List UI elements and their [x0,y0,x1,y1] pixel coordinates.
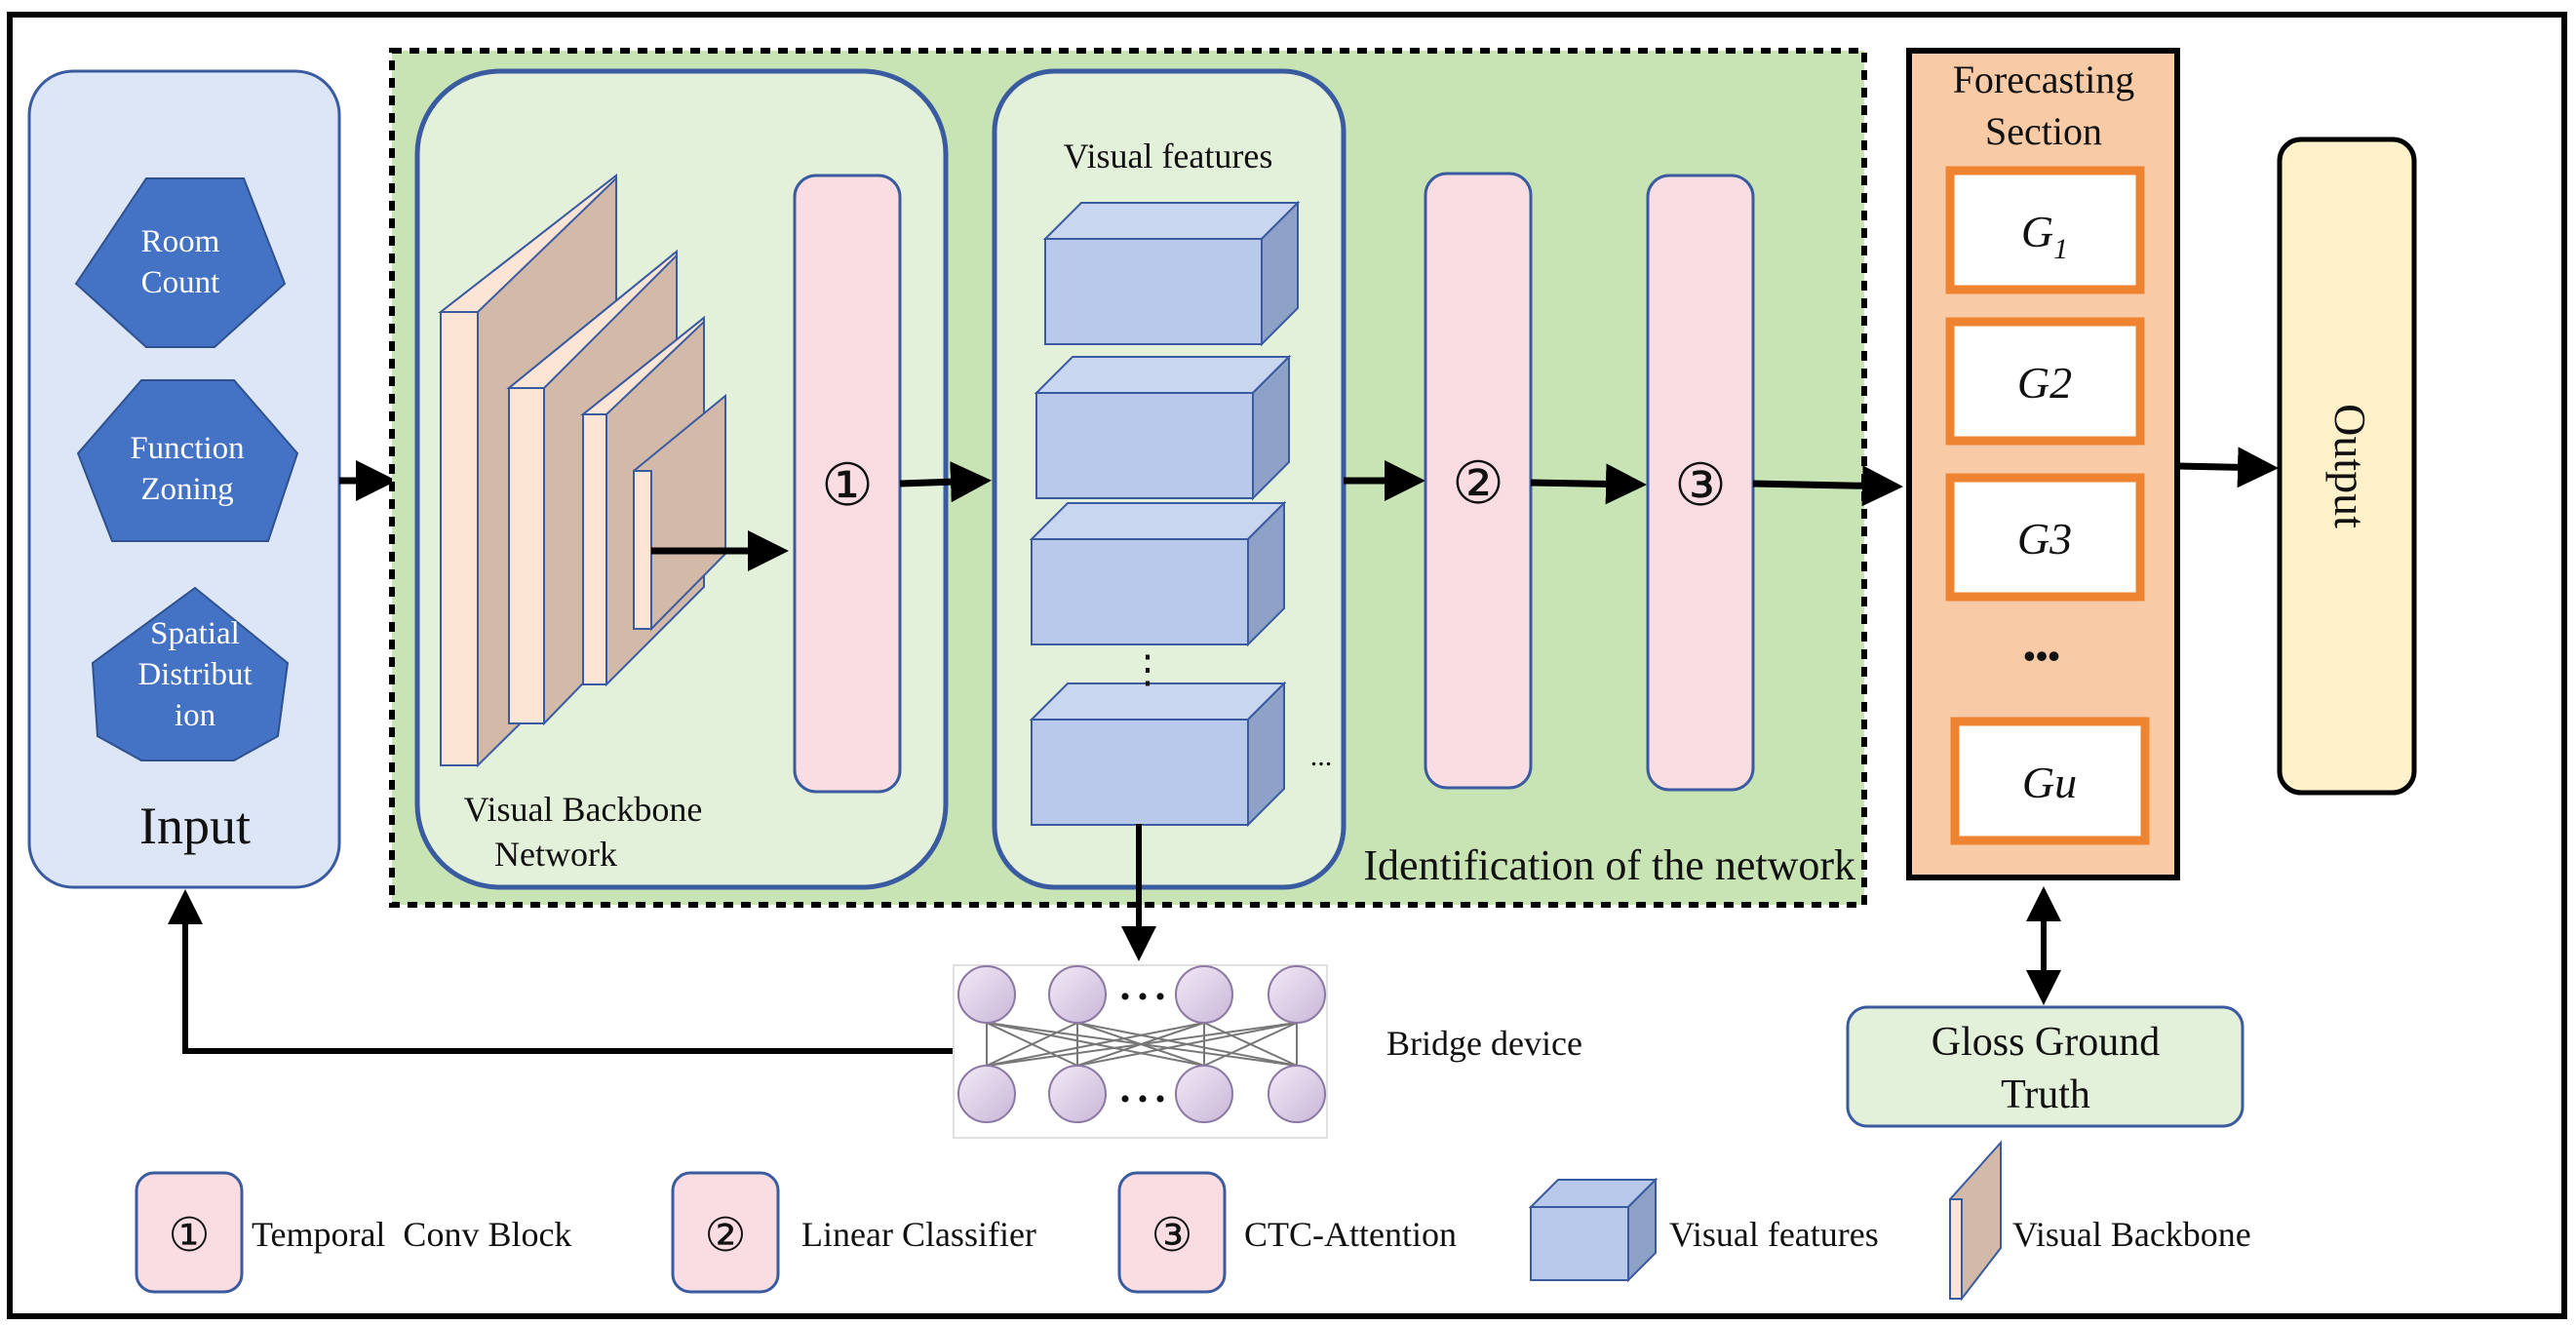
feature-cube [1029,500,1287,647]
legend-label: Visual Backbone [2012,1215,2251,1254]
temporal-conv-block: ① [793,174,902,794]
bridge-node [1268,1065,1326,1123]
input-item-text: Zoning [140,472,233,507]
features-ellipsis: ... [1310,740,1333,772]
network-label: Identification of the network [1363,841,1855,889]
bridge-edge [1203,1022,1298,1067]
bridge-device: • • • • • • Bridge device [953,964,1582,1139]
legend-label: CTC-Attention [1244,1215,1457,1254]
legend-label: Linear Classifier [801,1215,1036,1254]
arrow-forecast-to-output [2176,447,2279,488]
arrow-block3-to-forecast [1752,465,1903,507]
bridge-node [1175,965,1233,1024]
cube-icon-front [1530,1206,1629,1281]
bridge-node [1268,965,1326,1024]
backbone-caption: Visual Backbone [464,790,703,829]
legend-item-visual-features: Visual features [1528,1177,1879,1283]
bridge-node [1048,1065,1107,1123]
visual-features-panel: Visual features ⋮ ... [992,68,1347,890]
legend: ① Temporal Conv Block ② Linear Classifie… [135,1140,2251,1302]
backbone-caption: Network [494,835,617,874]
input-item-text: Room [141,224,220,259]
input-panel: Room Count Function Zoning Spatial Distr… [27,69,341,889]
forecasting-title: Section [1985,109,2102,153]
input-item-text: Distribut [137,657,252,692]
forecast-item-label: G2 [2017,358,2072,408]
hexagon-icon [91,586,290,761]
forecast-item-box: G3 [1945,473,2145,602]
arrow-block2-to-block3 [1530,463,1647,505]
input-item-function-zoning: Function Zoning [76,379,299,542]
bridge-edge [986,1022,1078,1067]
gloss-text: Gloss Ground [1932,1020,2161,1065]
legend-symbol: ② [704,1210,746,1262]
input-item-text: Count [141,265,220,300]
legend-item-ctc-attention: ③ CTC-Attention [1117,1171,1457,1294]
legend-label: Visual features [1669,1215,1879,1254]
bridge-dots: • • • [1120,1083,1166,1115]
forecast-item-box: G1 [1945,166,2145,294]
legend-item-linear-classifier: ② Linear Classifier [671,1171,1036,1294]
slab-icon-front [1949,1198,1963,1300]
input-item-room-count: Room Count [74,177,287,348]
linear-classifier-block: ② [1424,172,1533,790]
forecast-item-box: G2 [1945,317,2145,446]
legend-symbol: ③ [1151,1210,1192,1262]
feature-cube [1042,200,1301,347]
bridge-edge [1076,1022,1298,1067]
gloss-text: Truth [2001,1072,2090,1117]
input-item-text: Spatial [150,616,240,651]
forecast-item-label: Gu [2022,758,2077,807]
legend-label: Temporal Conv Block [252,1215,571,1254]
forecast-item-box: Gu [1950,717,2150,845]
bridge-dots: • • • [1120,981,1166,1013]
input-item-text: ion [175,698,215,733]
network-area: Visual Backbone Network ① Visual feature… [389,48,1867,908]
features-vdots: ⋮ [1128,647,1167,691]
hexagon-icon [74,177,287,348]
legend-symbol: ① [168,1210,210,1262]
input-item-text: Function [130,431,244,466]
bridge-label: Bridge device [1386,1024,1582,1063]
forecasting-title: Forecasting [1953,58,2135,101]
arrow-bridge-to-input [168,889,954,1054]
arrow-block1-to-features [899,461,992,503]
bridge-edge [986,1022,1205,1067]
input-label: Input [139,797,251,855]
hexagon-icon [76,379,299,542]
forecasting-ellipsis: ••• [2023,637,2060,676]
bridge-node [1048,965,1107,1024]
bridge-node [1175,1065,1233,1123]
forecast-item-label: G3 [2017,514,2072,564]
feature-cube [1029,681,1287,828]
features-title: Visual features [1064,136,1273,175]
legend-item-temporal-conv: ① Temporal Conv Block [135,1171,571,1294]
bridge-node [957,1065,1016,1123]
input-item-spatial-distribution: Spatial Distribut ion [91,586,290,761]
bridge-edge [986,1022,1298,1067]
block-symbol: ① [821,453,874,518]
output-panel: Output [2277,136,2417,796]
gloss-ground-truth: Gloss Ground Truth [1846,1005,2244,1128]
ctc-attention-block: ③ [1646,174,1755,792]
feature-cube [1034,354,1292,501]
output-label: Output [2325,404,2375,528]
block-symbol: ② [1452,451,1504,516]
bridge-node [957,965,1016,1024]
block-symbol: ③ [1674,453,1727,518]
legend-item-visual-backbone: Visual Backbone [1948,1140,2251,1302]
